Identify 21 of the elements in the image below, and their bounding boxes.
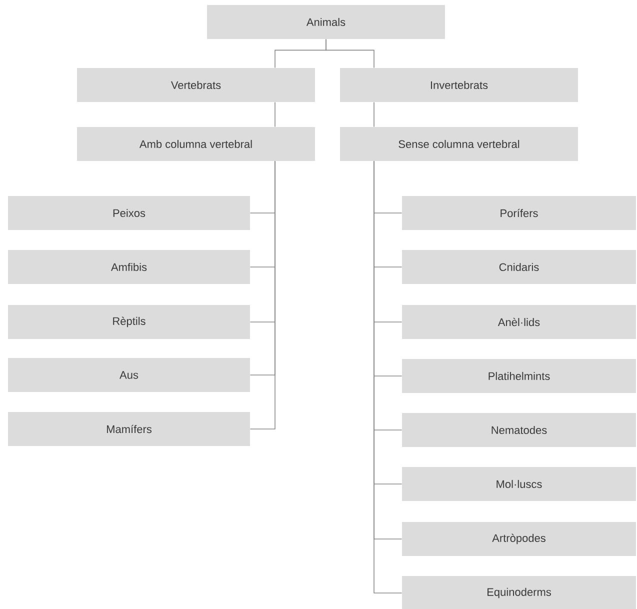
category-box: Platihelmints	[402, 359, 636, 393]
category-box: Anèl·lids	[402, 305, 636, 339]
connector-line	[274, 102, 276, 128]
category-box: Equinoderms	[402, 576, 636, 609]
category-box: Mol·luscs	[402, 467, 636, 501]
category-box: Amb columna vertebral	[77, 127, 315, 161]
category-box: Sense columna vertebral	[340, 127, 578, 161]
category-box: Aus	[8, 358, 250, 392]
category-box: Artròpodes	[402, 522, 636, 556]
connector-line	[326, 38, 374, 68]
category-box: Mamífers	[8, 412, 250, 446]
category-box: Peixos	[8, 196, 250, 230]
category-box: Invertebrats	[340, 68, 578, 102]
connector-line	[250, 160, 276, 430]
category-box: Amfibis	[8, 250, 250, 284]
category-box: Nematodes	[402, 413, 636, 447]
category-box: Animals	[207, 5, 445, 39]
category-box: Vertebrats	[77, 68, 315, 102]
category-box: Cnidaris	[402, 250, 636, 284]
category-box: Rèptils	[8, 305, 250, 339]
category-box: Porífers	[402, 196, 636, 230]
